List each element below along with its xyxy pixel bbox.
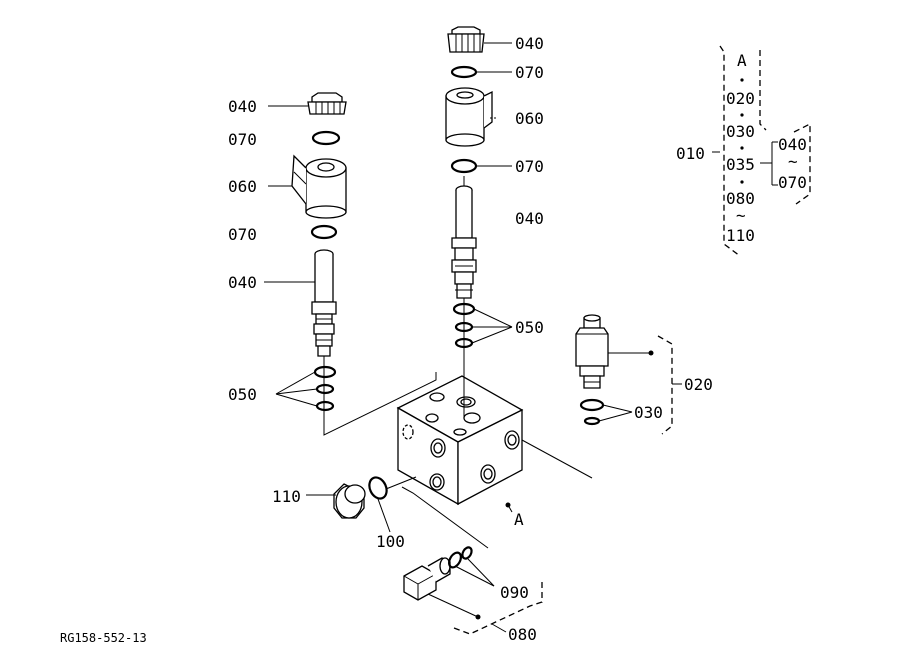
center-lower-oring: [450, 158, 478, 174]
plug: [333, 483, 366, 519]
left-lower-oring: [310, 224, 338, 240]
center-lower-oring-label: 070: [515, 157, 544, 176]
center-nut: [447, 26, 485, 53]
legend-item-range: ~: [736, 206, 746, 225]
legend-item-035: 035: [726, 155, 755, 174]
center-solenoid-valve: [445, 26, 498, 349]
center-upper-oring-label: 070: [515, 63, 544, 82]
relief-seal-ring-2: [583, 416, 601, 426]
center-cartridge-label: 040: [515, 209, 544, 228]
left-seal-ring-1: [313, 365, 337, 379]
block-port-label: A: [514, 510, 524, 529]
legend-main-label: 010: [676, 144, 705, 163]
plug-label: 110: [272, 487, 301, 506]
center-coil: [445, 87, 493, 147]
left-seal-ring-2: [315, 383, 335, 395]
legend-item-080: 080: [726, 189, 755, 208]
left-coil-label: 060: [228, 177, 257, 196]
relief-seal-ring-1: [579, 398, 605, 412]
relief-group-bracket: [657, 335, 673, 435]
legend-item-110: 110: [726, 226, 755, 245]
fitting: [403, 557, 451, 601]
relief-seals-label: 030: [634, 403, 663, 422]
relief-assembly-label: 020: [684, 375, 713, 394]
fitting-group-bracket: [453, 578, 543, 635]
left-coil: [291, 154, 347, 219]
left-nut-label: 040: [228, 97, 257, 116]
center-coil-label: 060: [515, 109, 544, 128]
left-lower-oring-label: 070: [228, 225, 257, 244]
reference-code: RG158-552-13: [60, 631, 147, 645]
fitting-seal-ring-1: [448, 551, 462, 569]
center-seals-label: 050: [515, 318, 544, 337]
left-nut: [307, 92, 347, 115]
legend-sub-040: 040: [778, 135, 807, 154]
fitting-seals-label: 090: [500, 583, 529, 602]
legend-item-a: A: [737, 51, 747, 70]
center-cartridge: [451, 185, 477, 299]
left-cartridge-label: 040: [228, 273, 257, 292]
plug-oring: [368, 476, 388, 500]
legend-sub-070: 070: [778, 173, 807, 192]
relief-valve: [575, 314, 609, 389]
left-upper-oring-label: 070: [228, 130, 257, 149]
valve-block: [396, 375, 524, 506]
center-upper-oring: [450, 65, 478, 79]
left-solenoid-valve: [291, 92, 347, 412]
center-nut-label: 040: [515, 34, 544, 53]
left-seals-label: 050: [228, 385, 257, 404]
fitting-seal-ring-2: [461, 546, 473, 560]
fitting-assembly-label: 080: [508, 625, 537, 644]
legend: [712, 45, 811, 257]
plug-oring-label: 100: [376, 532, 405, 551]
left-seal-ring-3: [315, 400, 335, 412]
legend-item-020: 020: [726, 89, 755, 108]
left-cartridge: [311, 249, 337, 357]
legend-item-030: 030: [726, 122, 755, 141]
legend-sub-range: ~: [788, 152, 798, 171]
left-upper-oring: [311, 130, 341, 146]
